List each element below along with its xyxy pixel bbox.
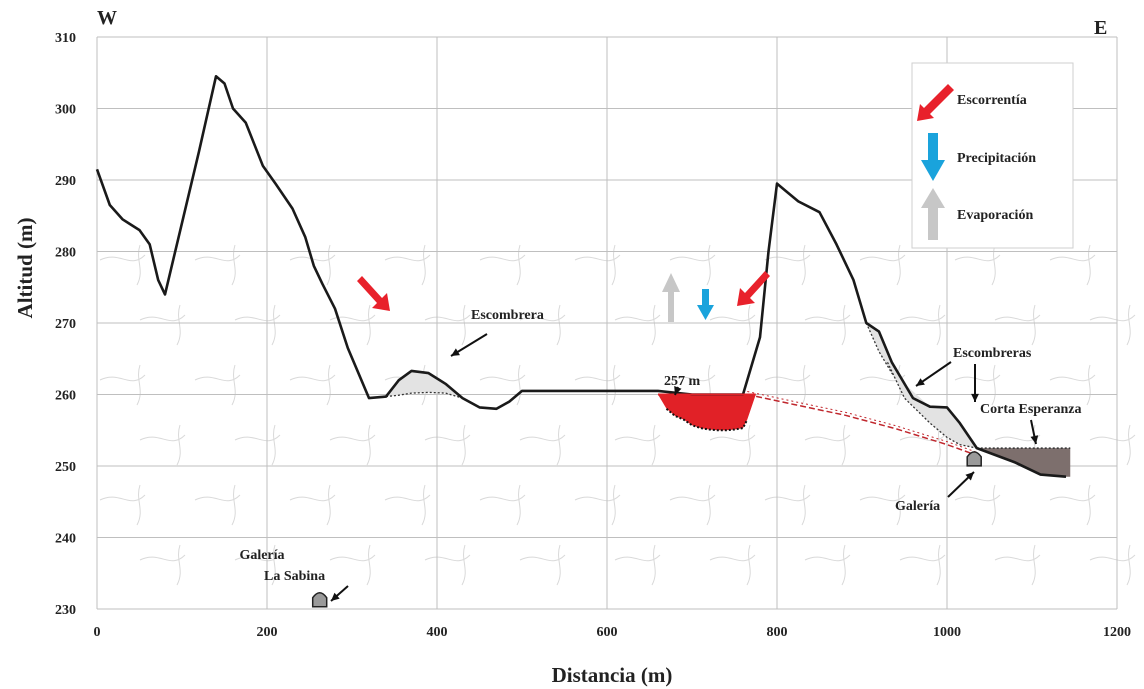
profile-fills	[385, 322, 1071, 477]
precipitation-arrow	[697, 289, 714, 320]
y-tick-label-3: 260	[55, 389, 76, 404]
y-tick-label-7: 300	[55, 103, 76, 118]
y-tick-label-1: 240	[55, 532, 76, 547]
galeria-sabina-label-1: Galería	[239, 548, 284, 563]
escombreras-pointer-2-head	[971, 393, 979, 402]
legend-evaporation-icon	[921, 188, 945, 240]
y-tick-label-6: 290	[55, 174, 76, 189]
west-label: W	[97, 7, 117, 29]
x-tick-label-0: 0	[94, 625, 101, 640]
lake-level-pointer-head	[674, 386, 682, 395]
escombreras-label: Escombreras	[953, 346, 1032, 361]
x-tick-label-2: 400	[427, 625, 448, 640]
open-pit-fill	[976, 448, 1071, 477]
dump-base-1	[865, 322, 931, 408]
pit-lake-fill	[658, 394, 756, 431]
dump-fill-0	[386, 370, 463, 399]
y-tick-label-0: 230	[55, 603, 76, 618]
x-tick-label-6: 1200	[1103, 625, 1131, 640]
escombrera-label: Escombrera	[471, 308, 544, 323]
x-tick-label-3: 600	[597, 625, 618, 640]
y-tick-label-4: 270	[55, 317, 76, 332]
lake-level-label: 257 m	[664, 374, 701, 389]
terrain-profile-line	[95, 75, 1067, 478]
dump-fill-1	[866, 323, 930, 407]
gallery-icon-0	[966, 451, 982, 467]
legend-precipitation-label: Precipitación	[957, 151, 1036, 166]
galeria-pointer-head	[965, 472, 974, 481]
gallery-icon-1	[311, 591, 328, 608]
pit-lake-bottom	[665, 408, 749, 432]
sabina-pointer-head	[331, 592, 340, 601]
y-tick-label-5: 280	[55, 246, 76, 261]
corta-esperanza-label: Corta Esperanza	[980, 402, 1082, 417]
geology-hatching	[99, 244, 1136, 586]
y-tick-label-2: 250	[55, 460, 76, 475]
profile-lines	[95, 75, 1067, 608]
runoff-arrow-west	[357, 276, 390, 311]
escombreras-pointer-1-head	[916, 378, 925, 386]
corta-pointer-head	[1030, 435, 1039, 444]
dump-base-2	[886, 362, 977, 449]
x-axis-label: Distancia (m)	[552, 663, 673, 687]
y-axis-label: Altitud (m)	[13, 218, 37, 319]
axis-ticks: 0 200 400 600 800 1000 1200 230 240 250 260 270 280 2…	[55, 31, 1131, 640]
galeria-sabina-label-2: La Sabina	[264, 569, 325, 584]
legend-runoff-label: Escorrentía	[957, 93, 1027, 108]
x-tick-label-4: 800	[767, 625, 788, 640]
escombrera-pointer-head	[451, 348, 460, 356]
legend-precipitation-icon	[921, 133, 945, 181]
runoff-arrow-east	[737, 271, 770, 306]
x-tick-label-5: 1000	[933, 625, 961, 640]
x-tick-label-1: 200	[257, 625, 278, 640]
legend: Escorrentía Precipitación Evaporación	[911, 62, 1074, 249]
evaporation-arrow-body	[662, 273, 680, 322]
legend-evaporation-label: Evaporación	[957, 208, 1033, 223]
legend-runoff-icon	[917, 84, 954, 121]
galeria-label: Galería	[895, 499, 940, 514]
geology-pattern	[99, 244, 1136, 586]
dump-fill-2	[887, 362, 977, 449]
y-tick-label-8: 310	[55, 31, 76, 46]
drainage-line-2	[747, 391, 977, 453]
east-label: E	[1094, 17, 1107, 39]
drainage-line	[747, 393, 978, 457]
process-arrows	[330, 271, 1039, 602]
